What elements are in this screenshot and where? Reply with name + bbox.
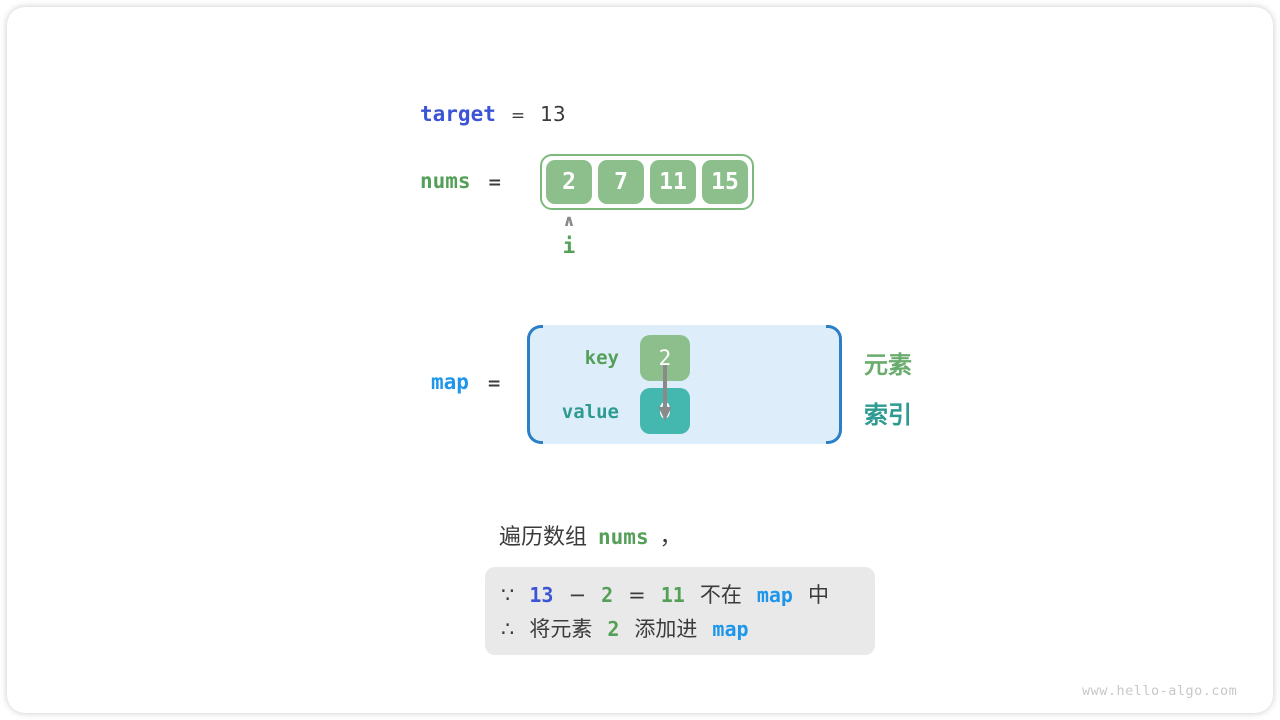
text-segment: 13 — [529, 583, 554, 607]
map-line-label: map = — [431, 370, 501, 394]
caption-comma: ， — [659, 525, 682, 550]
text-segment: 中 — [807, 583, 829, 607]
equals-sign: = — [486, 374, 502, 394]
text-segment: 2 — [601, 583, 614, 607]
index-pointer-label: i — [562, 234, 576, 258]
text-segment: 11 — [660, 583, 685, 607]
target-value: 13 — [540, 102, 566, 126]
target-line: target = 13 — [420, 102, 566, 126]
target-variable-label: target — [420, 102, 496, 126]
map-key-cell: 2 — [640, 335, 690, 381]
index-annotation: 索引 — [864, 401, 912, 429]
text-segment: 不在 — [699, 583, 742, 607]
map-key-label: key — [584, 347, 619, 369]
array-cell: 11 — [650, 160, 696, 204]
map-value-cell: 0 — [640, 388, 690, 434]
because-icon: ∵ — [501, 583, 515, 607]
map-variable-label: map — [431, 370, 469, 394]
text-segment: = — [628, 583, 646, 607]
index-pointer-caret-icon: ∧ — [562, 211, 576, 230]
text-segment: 2 — [607, 617, 620, 641]
text-segment: map — [712, 617, 749, 641]
array-cell: 7 — [598, 160, 644, 204]
map-container: key value 2 0 — [527, 325, 842, 444]
map-value-label: value — [561, 401, 619, 423]
text-segment: 添加进 — [634, 617, 698, 641]
diagram-card: target = 13 nums = 2 7 11 15 ∧ i map = k… — [7, 7, 1273, 713]
equals-sign: = — [487, 173, 502, 193]
text-segment: 将元素 — [529, 617, 593, 641]
caption-nums-code: nums — [598, 525, 649, 549]
nums-variable-label: nums — [420, 169, 471, 193]
equals-sign: = — [510, 106, 526, 126]
right-bracket-icon — [826, 325, 842, 444]
array-cell: 15 — [702, 160, 748, 204]
site-watermark: www.hello-algo.com — [1082, 683, 1238, 699]
nums-array-container: 2 7 11 15 — [540, 154, 754, 210]
caption-line: 遍历数组 nums ， — [499, 519, 682, 551]
element-annotation: 元素 — [864, 351, 912, 379]
note-box: ∵ 13 − 2 = 11 不在 map 中 ∴ 将元素 2 添加进 map — [485, 567, 875, 655]
note-line-because: ∵ 13 − 2 = 11 不在 map 中 — [501, 579, 859, 609]
text-segment: − — [568, 583, 587, 607]
text-segment: map — [756, 583, 793, 607]
therefore-icon: ∴ — [501, 617, 515, 641]
array-cell: 2 — [546, 160, 592, 204]
nums-line-label: nums = — [420, 169, 502, 193]
caption-prefix: 遍历数组 — [499, 525, 588, 550]
note-line-therefore: ∴ 将元素 2 添加进 map — [501, 613, 859, 643]
left-bracket-icon — [527, 325, 543, 444]
